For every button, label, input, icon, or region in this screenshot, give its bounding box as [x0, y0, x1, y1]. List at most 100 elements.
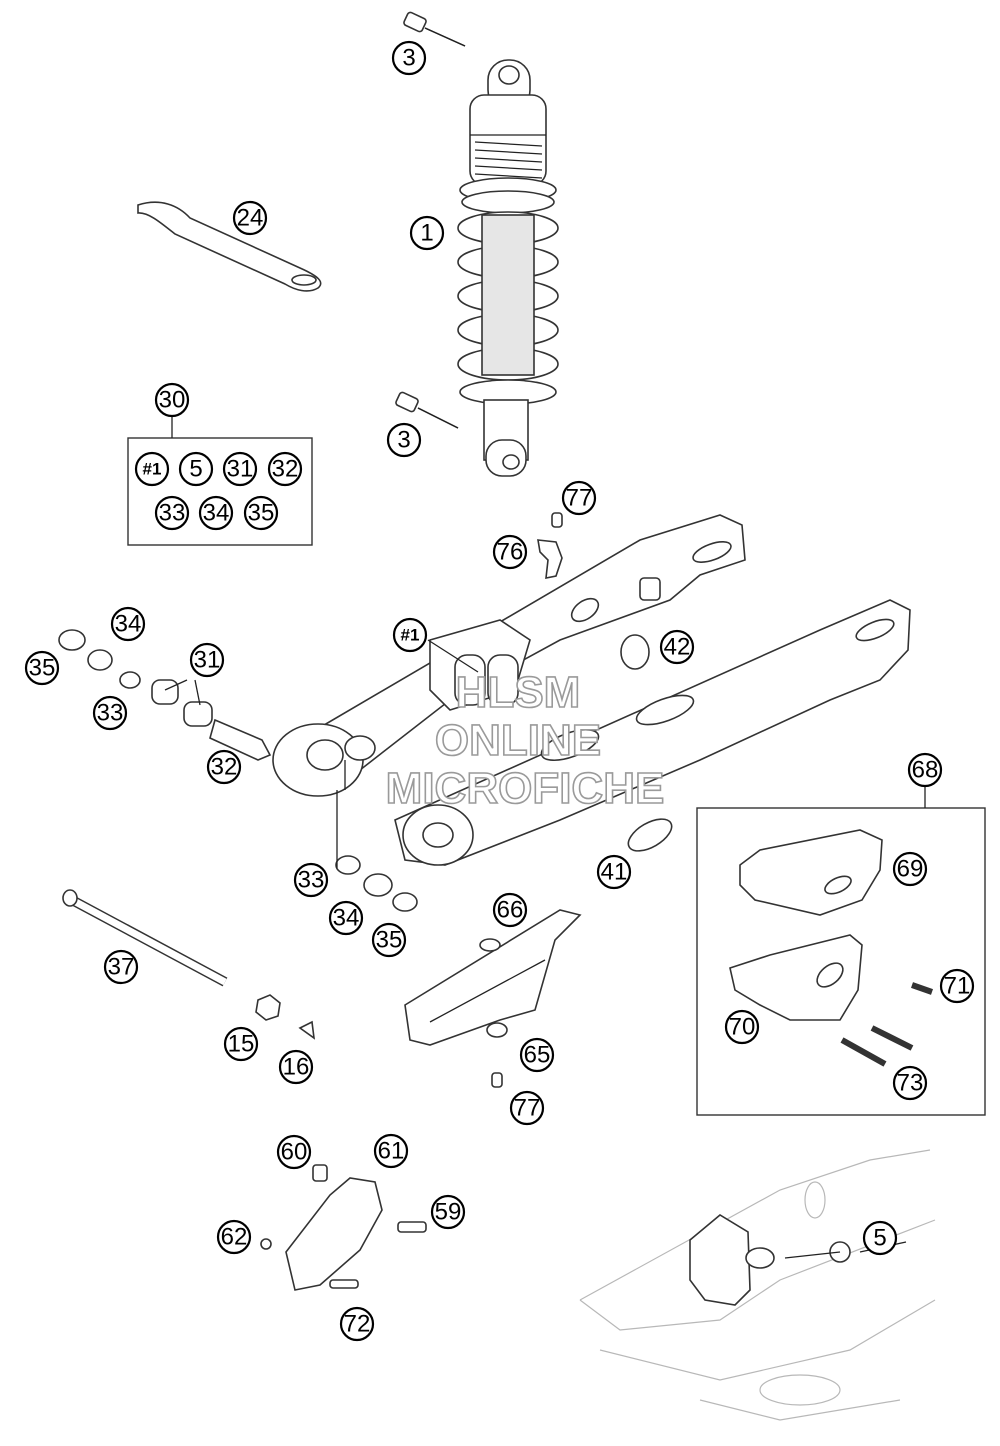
callout-69: 69 — [892, 851, 928, 887]
hook-wrench — [137, 201, 322, 292]
callout-71: 71 — [939, 968, 975, 1004]
callout-76: 76 — [492, 534, 528, 570]
callout-30: 30 — [154, 382, 190, 418]
watermark-line-3: MICROFICHE — [386, 764, 665, 813]
swingarm-detail-view — [579, 1149, 936, 1421]
svg-text:69: 69 — [897, 856, 924, 883]
svg-text:68: 68 — [912, 757, 939, 784]
svg-text:70: 70 — [729, 1014, 756, 1041]
callout-16: 16 — [278, 1049, 314, 1085]
svg-text:#1: #1 — [401, 626, 420, 645]
bolts-71-73 — [840, 982, 933, 1067]
svg-text:5: 5 — [189, 456, 202, 483]
svg-text:15: 15 — [228, 1031, 255, 1058]
svg-text:65: 65 — [524, 1042, 551, 1069]
bolt-top — [403, 11, 466, 47]
svg-text:33: 33 — [97, 700, 124, 727]
svg-text:66: 66 — [497, 897, 524, 924]
callout-3-bottom: 3 — [386, 422, 422, 458]
svg-text:77: 77 — [514, 1095, 541, 1122]
svg-text:76: 76 — [497, 539, 524, 566]
chain-guide-69 — [739, 829, 883, 916]
kit-item-35: 35 — [243, 495, 279, 531]
svg-text:30: 30 — [159, 387, 186, 414]
callout-32: 32 — [206, 749, 242, 785]
svg-text:1: 1 — [420, 220, 433, 247]
kit-item-34: 34 — [198, 495, 234, 531]
svg-text:73: 73 — [897, 1070, 924, 1097]
svg-text:31: 31 — [194, 647, 221, 674]
svg-text:34: 34 — [203, 500, 230, 527]
callout-72: 72 — [339, 1306, 375, 1342]
svg-text:31: 31 — [227, 456, 254, 483]
svg-text:33: 33 — [298, 867, 325, 894]
callout-h1-swingarm: #1 — [392, 617, 428, 653]
callout-70: 70 — [724, 1009, 760, 1045]
callout-34-left: 34 — [110, 606, 146, 642]
callout-59: 59 — [430, 1194, 466, 1230]
callout-35-left: 35 — [24, 650, 60, 686]
callout-68: 68 — [907, 752, 943, 788]
svg-text:3: 3 — [402, 45, 415, 72]
svg-text:35: 35 — [29, 655, 56, 682]
cable-clip — [537, 512, 563, 579]
svg-text:61: 61 — [378, 1138, 405, 1165]
watermark-line-1: HLSM — [456, 668, 581, 717]
svg-text:16: 16 — [283, 1054, 310, 1081]
kit-item-33: 33 — [154, 495, 190, 531]
watermark-line-2: ONLINE — [435, 716, 601, 765]
callout-42: 42 — [659, 629, 695, 665]
callout-5: 5 — [862, 1220, 898, 1256]
callout-33-mid: 33 — [293, 862, 329, 898]
svg-text:59: 59 — [435, 1199, 462, 1226]
svg-text:35: 35 — [248, 500, 275, 527]
svg-text:32: 32 — [272, 456, 299, 483]
svg-text:71: 71 — [944, 973, 971, 1000]
callout-37: 37 — [103, 949, 139, 985]
callout-31: 31 — [189, 642, 225, 678]
callout-34-mid: 34 — [328, 900, 364, 936]
svg-text:60: 60 — [281, 1139, 308, 1166]
callout-73: 73 — [892, 1065, 928, 1101]
kit-item-5: 5 — [178, 451, 214, 487]
svg-text:62: 62 — [221, 1224, 248, 1251]
svg-text:#1: #1 — [143, 460, 162, 479]
callout-41: 41 — [596, 854, 632, 890]
callout-15: 15 — [223, 1026, 259, 1062]
chain-guide-70 — [729, 934, 863, 1021]
shock-absorber — [457, 59, 559, 477]
chain-slider — [404, 909, 582, 1088]
callout-24: 24 — [232, 200, 268, 236]
kit-item-31: 31 — [222, 451, 258, 487]
pivot-bearings — [58, 629, 418, 912]
kit-item-32: 32 — [267, 451, 303, 487]
svg-text:77: 77 — [566, 485, 593, 512]
svg-text:72: 72 — [344, 1311, 371, 1338]
watermark: HLSM ONLINE MICROFICHE — [385, 667, 665, 814]
svg-text:3: 3 — [397, 427, 410, 454]
svg-text:41: 41 — [601, 859, 628, 886]
svg-text:42: 42 — [664, 634, 691, 661]
svg-text:35: 35 — [376, 927, 403, 954]
svg-text:34: 34 — [115, 611, 142, 638]
svg-text:24: 24 — [237, 205, 264, 232]
plug-42 — [620, 634, 650, 670]
callout-33-left: 33 — [92, 695, 128, 731]
swingarm-axle — [62, 889, 316, 1040]
swingarm — [272, 514, 911, 866]
kit-item-h1: #1 — [134, 451, 170, 487]
svg-text:5: 5 — [873, 1225, 886, 1252]
bolt-bottom — [395, 391, 459, 429]
callout-66: 66 — [492, 892, 528, 928]
chain-guard-61 — [260, 1164, 427, 1291]
callout-77-top: 77 — [561, 480, 597, 516]
callout-60: 60 — [276, 1134, 312, 1170]
callout-61: 61 — [373, 1133, 409, 1169]
callout-65: 65 — [519, 1037, 555, 1073]
svg-text:37: 37 — [108, 954, 135, 981]
rubber-41 — [627, 818, 673, 852]
svg-text:33: 33 — [159, 500, 186, 527]
callout-3-top: 3 — [391, 40, 427, 76]
chain-guide-box — [696, 807, 986, 1116]
